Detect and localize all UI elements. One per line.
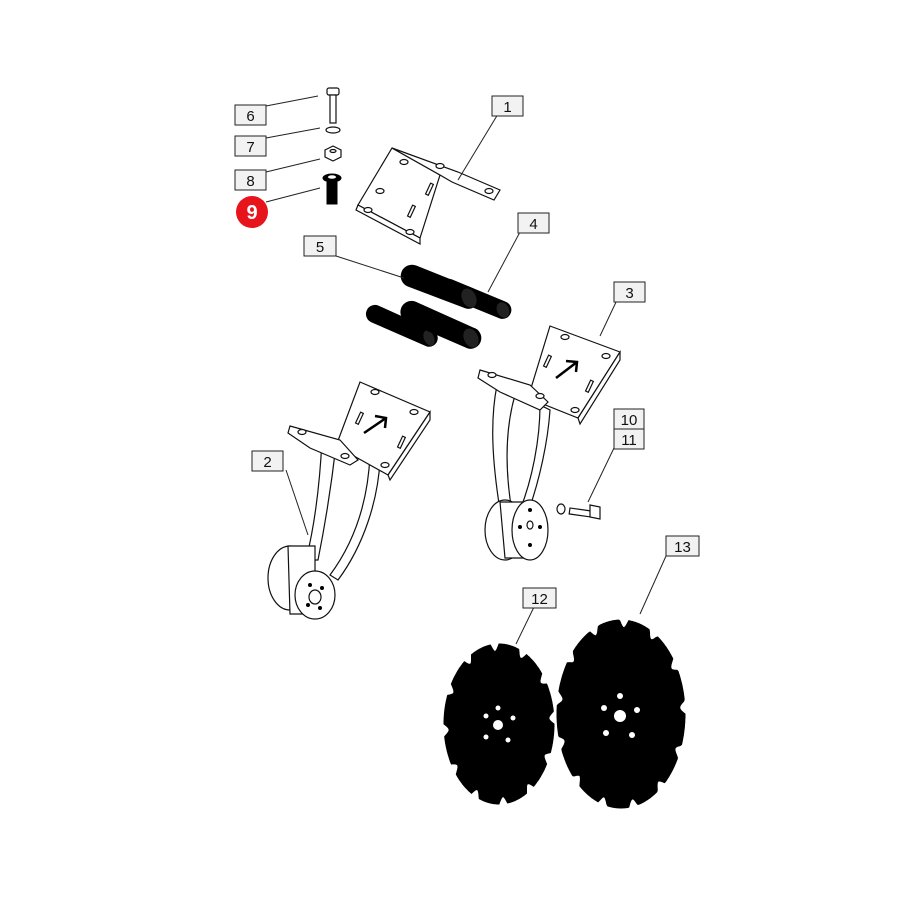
callout-label: 1 xyxy=(503,99,511,116)
callout-12[interactable]: 12 xyxy=(522,587,557,609)
callout-10[interactable]: 10 xyxy=(613,408,645,430)
callout-1[interactable]: 1 xyxy=(491,95,524,117)
callout-label: 3 xyxy=(625,285,633,302)
callout-8[interactable]: 8 xyxy=(234,169,267,191)
callout-label: 7 xyxy=(246,139,254,156)
part-disc-13 xyxy=(556,619,686,809)
part-nut-8 xyxy=(324,145,342,162)
callout-label: 8 xyxy=(246,173,254,190)
part-bolt-6 xyxy=(326,87,340,124)
callout-3[interactable]: 3 xyxy=(613,281,646,303)
part-disc-12 xyxy=(443,643,555,805)
part-rods-5 xyxy=(365,264,482,349)
callout-4[interactable]: 4 xyxy=(517,212,550,234)
callout-label: 5 xyxy=(316,239,324,256)
callout-9-highlighted[interactable]: 9 xyxy=(236,196,268,228)
callout-label: 11 xyxy=(621,432,637,449)
part-bolt-10-11 xyxy=(556,503,601,520)
part-arm-2 xyxy=(267,381,431,620)
leader-lines xyxy=(265,95,667,645)
callout-label: 13 xyxy=(674,539,691,556)
callout-13[interactable]: 13 xyxy=(665,535,700,557)
callout-label: 2 xyxy=(263,454,271,471)
callout-5[interactable]: 5 xyxy=(303,235,337,257)
callout-label: 9 xyxy=(246,202,257,224)
callout-label: 4 xyxy=(529,216,537,233)
callout-2[interactable]: 2 xyxy=(251,450,284,472)
part-bushing-9 xyxy=(322,173,342,205)
callout-7[interactable]: 7 xyxy=(234,135,267,157)
callout-label: 10 xyxy=(621,412,638,429)
callout-label: 6 xyxy=(246,108,254,125)
part-washer-7 xyxy=(325,126,341,134)
part-bracket-1 xyxy=(355,147,501,245)
callout-11[interactable]: 11 xyxy=(613,428,645,450)
callout-6[interactable]: 6 xyxy=(234,104,267,126)
part-arm-3 xyxy=(477,325,621,561)
callout-label: 12 xyxy=(531,591,548,608)
